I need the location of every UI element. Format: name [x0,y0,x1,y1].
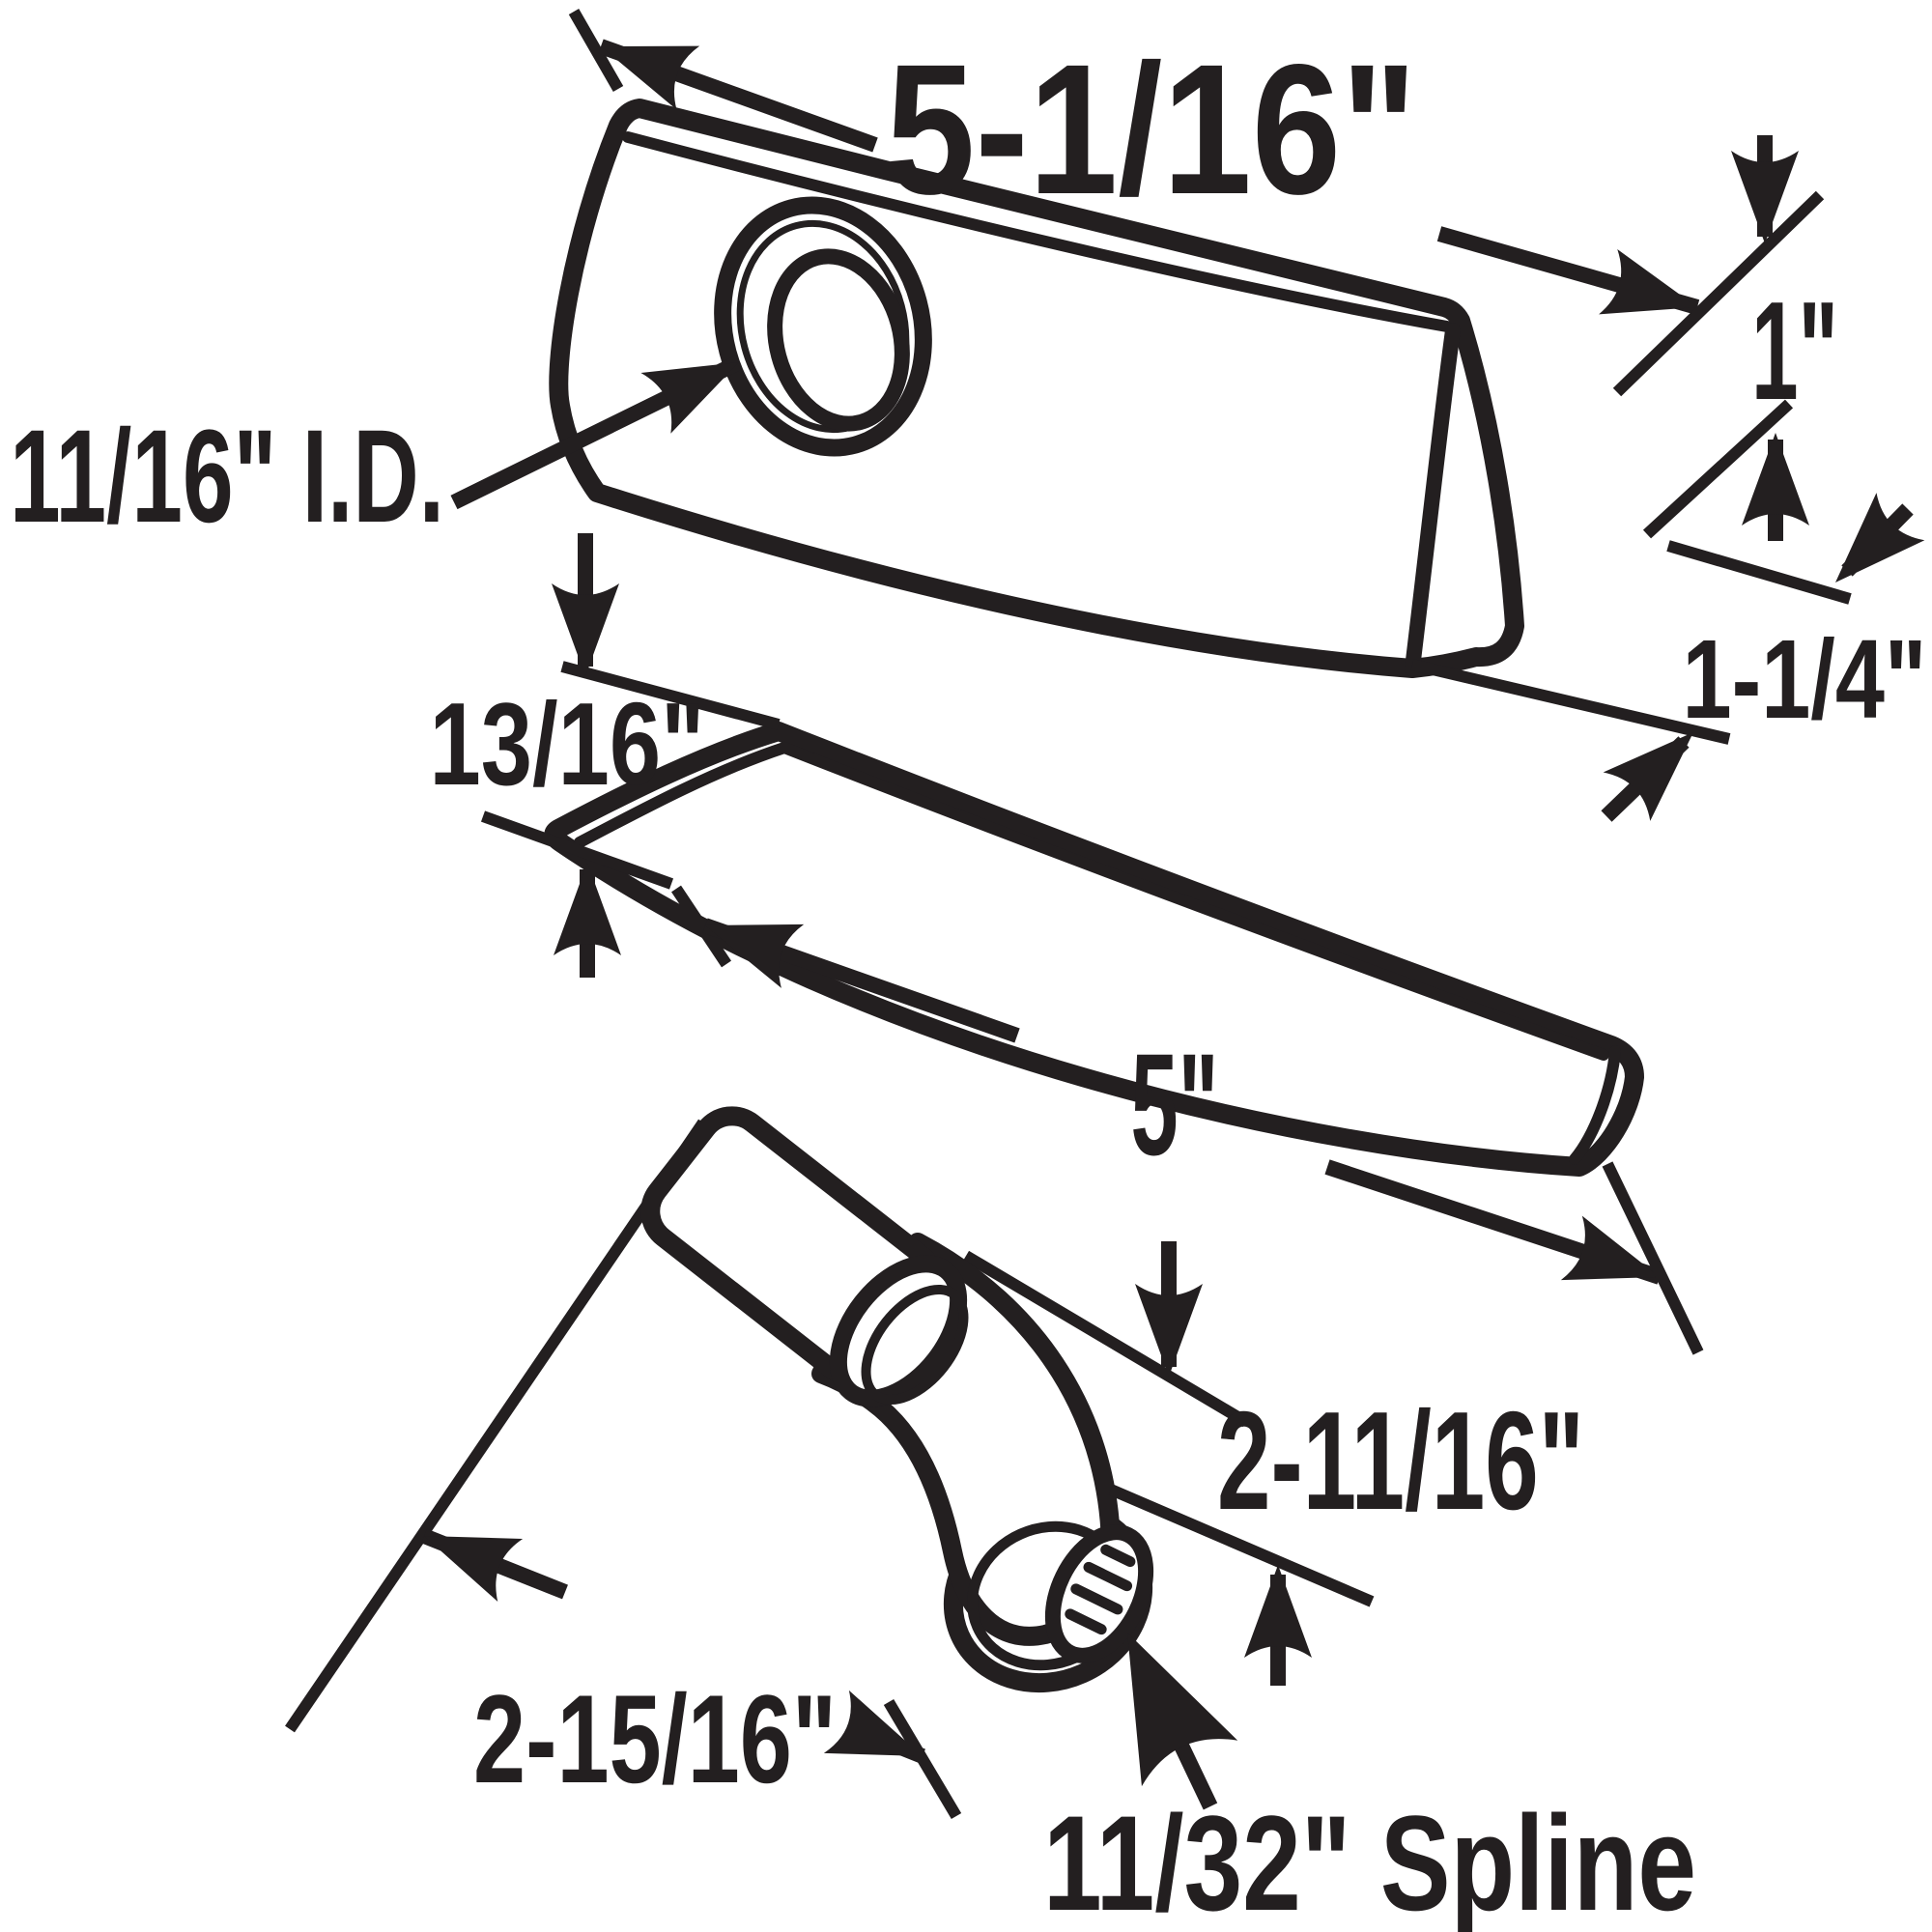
dim-crank-length-extension [285,1119,708,1733]
crank-knob-collar-ring [861,1284,969,1406]
crank-handle [640,1106,1154,1693]
arrowhead-icon [1742,433,1809,526]
handle-base [549,99,1524,678]
dim-crank-length: 2-15/16" [412,1504,962,1820]
dim-base-depth: 1-1/4" [1410,493,1927,822]
cover-plate-outline [544,722,1644,1177]
dim-label-hole-id: 11/16" I.D. [10,403,444,551]
dim-crank-height-upper-extension [962,1250,1250,1428]
extension-line [1642,399,1794,539]
spline-rib [1083,1561,1133,1592]
dim-label-base-depth: 1-1/4" [1683,616,1927,742]
dim-label-plate-height: 13/16" [430,678,705,810]
cover-plate [544,722,1644,1177]
cover-plate-end-band [1569,1045,1621,1165]
cover-plate-top-band [574,741,1609,1061]
handle-base-top-band [622,131,1453,332]
spline-rib [1100,1544,1136,1568]
dim-label-plate-length: 5" [1131,1023,1219,1185]
extension-tick [671,885,731,968]
dim-label-crank-length: 2-15/16" [473,1668,837,1809]
extension-line [1602,1161,1704,1355]
arrowhead-icon [823,1690,935,1788]
extension-line [1108,1484,1375,1607]
extension-tick [883,1698,962,1820]
dim-label-spline: 11/32" Spline [1043,1787,1696,1932]
handle-base-front-right-edge [1405,323,1461,676]
dim-base-length: 5-1/16" [568,9,1707,340]
dim-label-crank-height: 2-11/16" [1217,1382,1584,1539]
spline-bore [1044,1524,1154,1663]
dim-label-base-end-height: 1" [1751,272,1838,429]
dim-label-base-length: 5-1/16" [886,25,1417,233]
dim-plate-length: 5" [671,885,1704,1355]
extension-line [1666,540,1852,605]
extension-line [560,661,781,730]
arrowhead-icon [552,583,619,676]
spline-rib [1065,1608,1107,1635]
dim-base-end-height: 1" [1612,135,1838,541]
extension-line [1410,659,1731,745]
leader-spline: 11/32" Spline [1043,1609,1696,1932]
arrowhead-icon [1244,1565,1312,1658]
extension-tick [568,9,624,92]
spline-rib [1070,1583,1123,1615]
mounting-hole-bore [767,248,910,432]
dim-crank-height: 2-11/16" [1108,1241,1584,1686]
extension-line [1612,190,1825,397]
dim-plate-height: 13/16" [430,533,781,978]
leader-hole-id: 11/16" I.D. [10,331,754,551]
extension-line [480,810,674,890]
